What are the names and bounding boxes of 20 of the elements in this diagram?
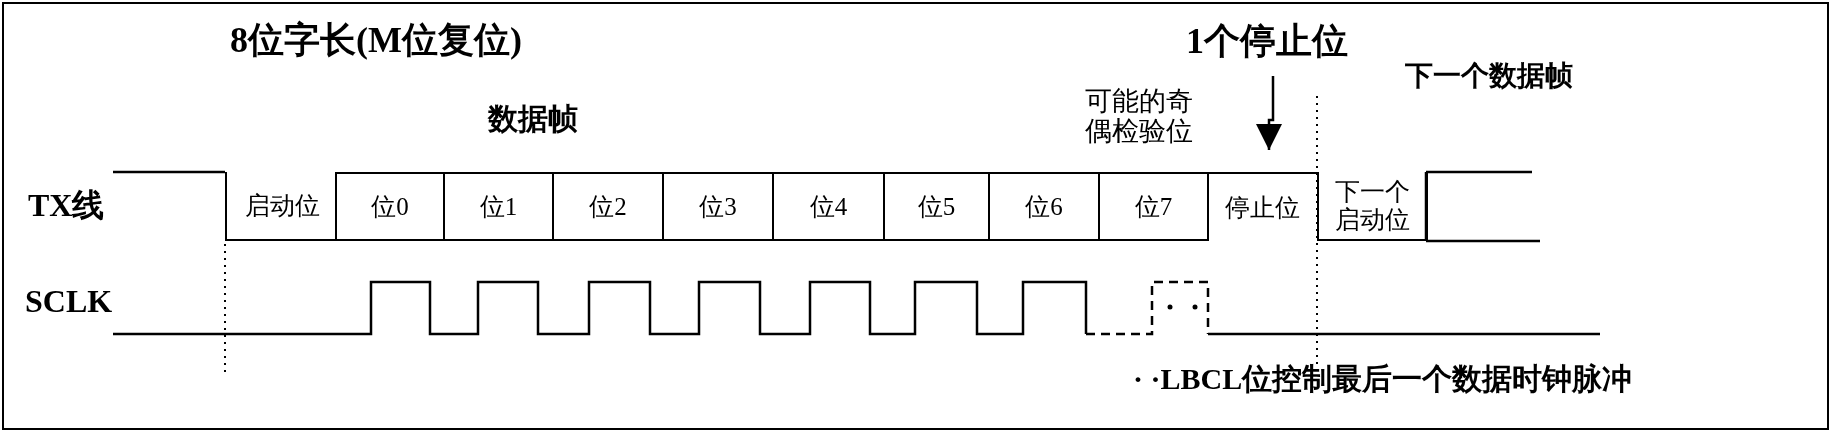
stop-bit-label: 1个停止位 <box>1168 16 1366 66</box>
frame-label: 下一个数据帧 <box>1405 60 1573 92</box>
bit-cell: 位5 <box>883 172 990 241</box>
parity-bit-label: 可能的奇偶检验位 <box>1085 86 1194 147</box>
signal-name: SCLK <box>25 284 113 320</box>
bit-cell: 下一个启动位 <box>1317 172 1428 241</box>
bit-cell: 位3 <box>662 172 774 241</box>
bit-cell: 位4 <box>772 172 885 241</box>
bit-cell: 停止位 <box>1207 172 1319 241</box>
signal-name: TX线 <box>28 188 105 224</box>
bit-cell: 位2 <box>552 172 664 241</box>
title: 8位字长(M位复位) <box>230 19 522 62</box>
bit-cell: 位6 <box>988 172 1100 241</box>
bit-cell: 位0 <box>335 172 445 241</box>
bit-cell: 位1 <box>443 172 554 241</box>
bit-cell: 启动位 <box>225 172 337 241</box>
arrow <box>1256 76 1282 150</box>
bit-cell: 位7 <box>1098 172 1209 241</box>
note: · ·LBCL位控制最后一个数据时钟脉冲 <box>1133 362 1633 396</box>
frame-label: 数据帧 <box>488 102 578 136</box>
